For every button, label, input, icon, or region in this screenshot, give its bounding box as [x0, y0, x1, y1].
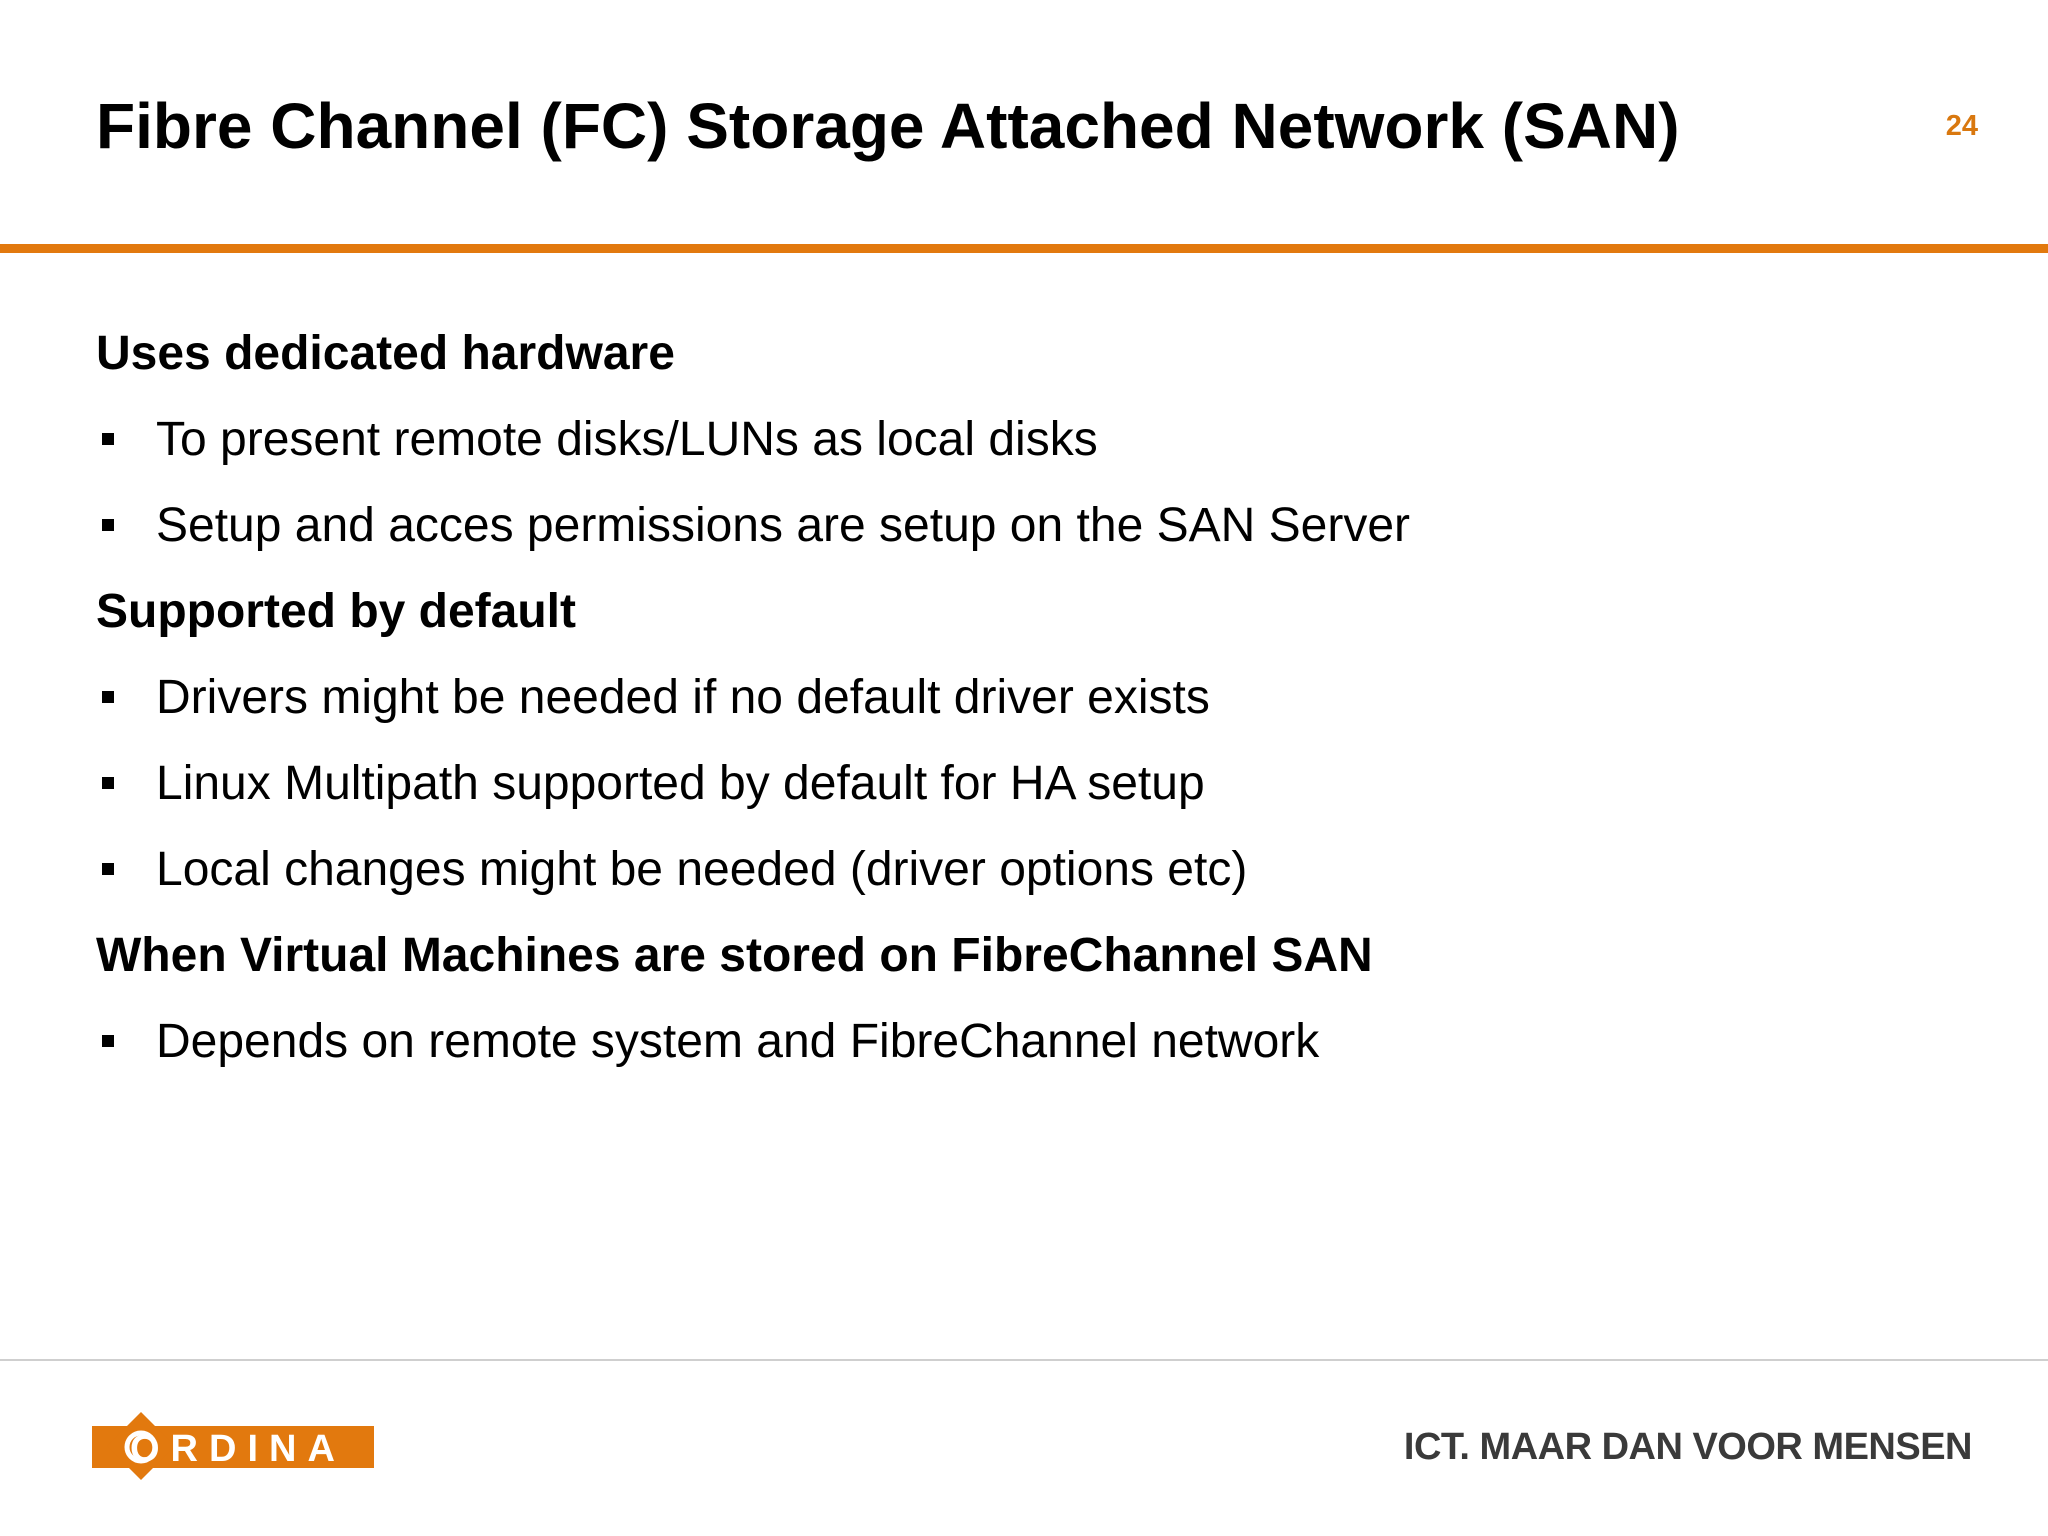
slide-content: Uses dedicated hardware To present remot… [96, 318, 1946, 1092]
section-heading: When Virtual Machines are stored on Fibr… [96, 929, 1373, 982]
slide-title: Fibre Channel (FC) Storage Attached Netw… [96, 90, 1680, 162]
bullet-text: Local changes might be needed (driver op… [156, 843, 1248, 896]
logo-wordmark: ORDINA [130, 1428, 346, 1470]
bullet-text: Drivers might be needed if no default dr… [156, 671, 1210, 724]
bullet-item: Depends on remote system and FibreChanne… [96, 1006, 1946, 1092]
footer-divider [0, 1359, 2048, 1361]
ordina-logo-mark: ORDINA [92, 1412, 374, 1480]
square-bullet-icon [102, 433, 114, 445]
header-divider [0, 244, 2048, 253]
section-heading: Supported by default [96, 585, 576, 638]
logo-diamond-icon [107, 1412, 175, 1480]
bullet-item: Drivers might be needed if no default dr… [96, 662, 1946, 748]
logo-ring-icon [124, 1430, 158, 1464]
square-bullet-icon [102, 519, 114, 531]
footer-tagline: ICT. MAAR DAN VOOR MENSEN [1403, 1426, 1973, 1468]
ordina-logo: ORDINA [92, 1412, 382, 1485]
bullet-text: To present remote disks/LUNs as local di… [156, 413, 1098, 466]
square-bullet-icon [102, 777, 114, 789]
section-heading: Uses dedicated hardware [96, 327, 675, 380]
bullet-text: Setup and acces permissions are setup on… [156, 499, 1410, 552]
bullet-item: To present remote disks/LUNs as local di… [96, 404, 1946, 490]
square-bullet-icon [102, 691, 114, 703]
bullet-item: Linux Multipath supported by default for… [96, 748, 1946, 834]
bullet-item: Local changes might be needed (driver op… [96, 834, 1946, 920]
page-number: 24 [1945, 110, 1978, 142]
bullet-item: Setup and acces permissions are setup on… [96, 490, 1946, 576]
bullet-text: Depends on remote system and FibreChanne… [156, 1015, 1320, 1068]
square-bullet-icon [102, 1035, 114, 1047]
square-bullet-icon [102, 863, 114, 875]
bullet-text: Linux Multipath supported by default for… [156, 757, 1205, 810]
